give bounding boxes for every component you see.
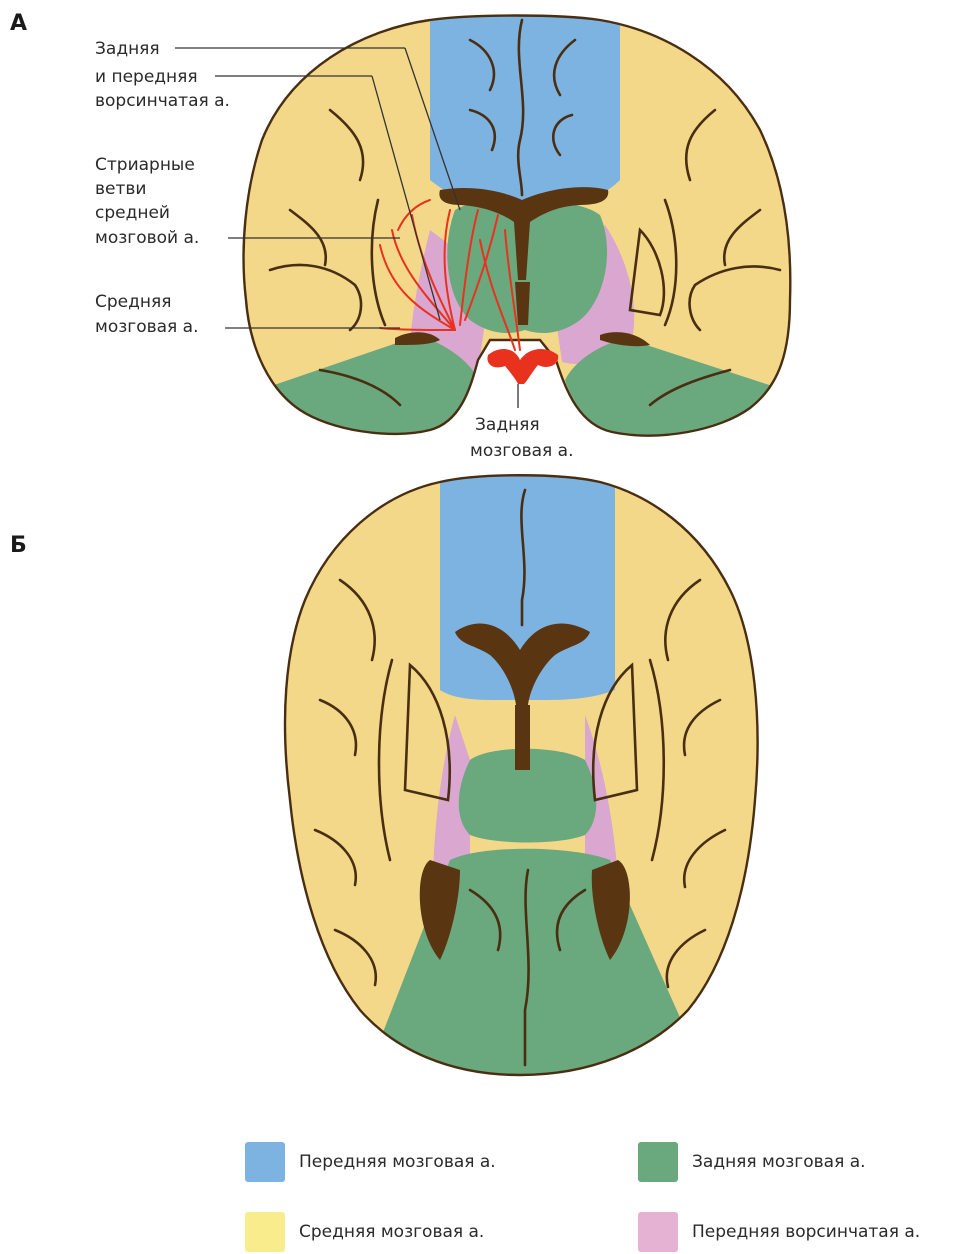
legend-label-anterior-cerebral: Передняя мозговая а. [299,1152,496,1172]
label-choroidal-2: и передняя [95,67,198,87]
legend-swatch-anterior-choroidal [638,1212,678,1252]
legend-label-anterior-choroidal: Передняя ворсинчатая а. [692,1222,920,1242]
panel-letter-a: А [10,11,27,36]
panel-b-axial-section: Б [10,460,770,1100]
legend-swatch-posterior-cerebral [638,1142,678,1182]
label-pca-1: Задняя [475,415,540,435]
legend-item-middle-cerebral: Средняя мозговая а. [245,1212,484,1252]
legend-label-middle-cerebral: Средняя мозговая а. [299,1222,484,1242]
legend-item-anterior-choroidal: Передняя ворсинчатая а. [638,1212,920,1252]
panel-a-coronal-section: А Задняя и передняя ворсинчатая а. Стриа… [10,0,810,461]
legend-item-posterior-cerebral: Задняя мозговая а. [638,1142,866,1182]
legend-item-anterior-cerebral: Передняя мозговая а. [245,1142,496,1182]
third-ventricle-b [515,705,530,770]
label-mca-1: Средняя [95,292,171,312]
label-striate-3: средней [95,203,170,223]
panel-letter-b: Б [10,533,27,558]
posterior-cerebral-artery-a [487,349,558,384]
label-choroidal-3: ворсинчатая а. [95,91,230,111]
label-pca-2: мозговая а. [470,441,574,461]
legend-swatch-anterior-cerebral [245,1142,285,1182]
label-striate-2: ветви [95,179,146,199]
label-choroidal-1: Задняя [95,39,160,59]
label-mca-2: мозговая а. [95,317,199,337]
label-striate-4: мозговой а. [95,228,199,248]
legend-label-posterior-cerebral: Задняя мозговая а. [692,1152,866,1172]
anterior-cerebral-territory [430,0,620,215]
label-striate-1: Стриарные [95,155,195,175]
legend-swatch-middle-cerebral [245,1212,285,1252]
